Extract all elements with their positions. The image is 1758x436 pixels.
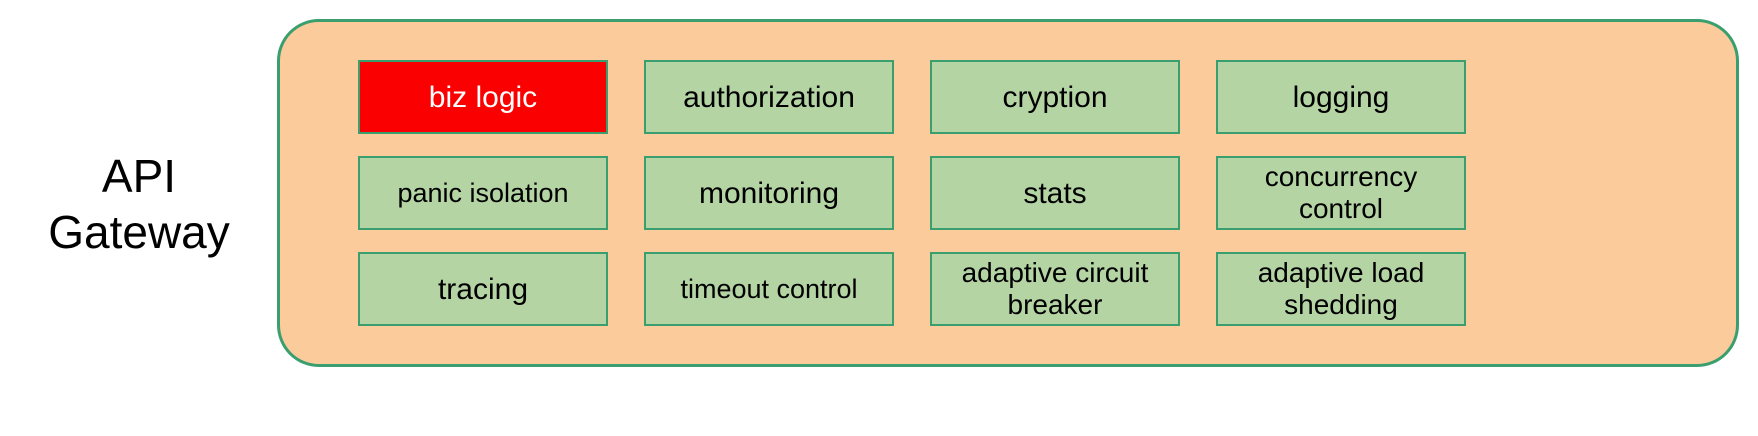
capability-box-tracing[interactable]: tracing (358, 252, 608, 326)
capability-box-timeout-control[interactable]: timeout control (644, 252, 894, 326)
capability-box-stats[interactable]: stats (930, 156, 1180, 230)
capability-box-adaptive-circuit-breaker[interactable]: adaptive circuit breaker (930, 252, 1180, 326)
capability-box-adaptive-load-shedding[interactable]: adaptive load shedding (1216, 252, 1466, 326)
capability-box-authorization[interactable]: authorization (644, 60, 894, 134)
capability-box-panic-isolation[interactable]: panic isolation (358, 156, 608, 230)
api-gateway-label: API Gateway (48, 150, 230, 258)
capability-box-logging[interactable]: logging (1216, 60, 1466, 134)
capability-box-monitoring[interactable]: monitoring (644, 156, 894, 230)
capability-box-cryption[interactable]: cryption (930, 60, 1180, 134)
capability-box-concurrency-control[interactable]: concurrency control (1216, 156, 1466, 230)
capability-box-biz-logic[interactable]: biz logic (358, 60, 608, 134)
capability-grid: biz logic authorization cryption logging… (358, 60, 1468, 326)
